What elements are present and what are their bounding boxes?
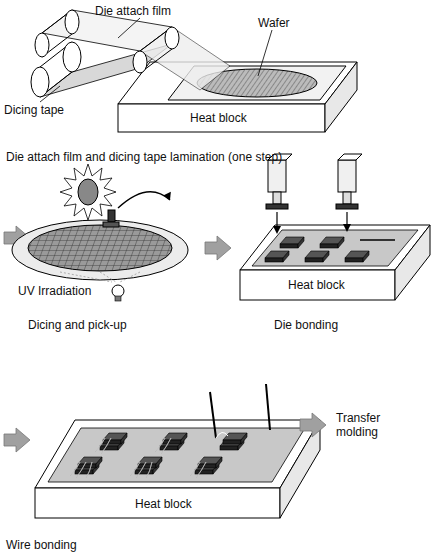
capillary (210, 392, 216, 438)
bonding-head (336, 154, 362, 232)
die (320, 237, 344, 248)
press-arrowhead (273, 226, 281, 234)
die (78, 457, 102, 468)
laminated-film (140, 27, 230, 90)
pick-up-tool (108, 210, 115, 222)
die (138, 457, 162, 468)
step-caption: Wire bonding (6, 538, 77, 552)
part-label: Die attach film (95, 4, 171, 18)
dicing-ring (12, 220, 188, 280)
die (280, 237, 304, 248)
part-label: Heat block (288, 278, 345, 292)
die (163, 433, 187, 444)
heat-block-front (118, 104, 325, 132)
bond-wire (216, 432, 228, 438)
die (345, 251, 369, 262)
lead-frame (48, 428, 305, 482)
uv-burst-core (78, 179, 98, 205)
bonding-head-stem (343, 192, 351, 204)
flow-arrow (4, 428, 30, 452)
uv-lamp-base (115, 296, 121, 301)
flow-arrow (205, 236, 231, 260)
heat-block-front (240, 270, 395, 300)
leader-line (258, 30, 272, 76)
die (265, 251, 289, 262)
step-caption: Die attach film and dicing tape laminati… (6, 150, 282, 164)
bond-site-mark (360, 239, 395, 241)
uv-lamp (112, 285, 124, 297)
heat-block-top (35, 420, 320, 488)
held-die (336, 204, 358, 209)
part-label: Heat block (135, 497, 192, 511)
tape-roller-cap (63, 42, 81, 72)
bond-wire-outline (70, 438, 206, 478)
bonding-head-body (338, 160, 356, 192)
leader-line (40, 86, 60, 102)
die (198, 457, 222, 468)
uv-rays (60, 272, 140, 282)
part-label: Dicing tape (4, 103, 64, 117)
step-caption: Die bonding (274, 318, 338, 332)
film-roller-cap (65, 10, 79, 34)
part-label: Heat block (190, 111, 247, 125)
diced-wafer (28, 225, 172, 271)
press-roller-cap (133, 51, 147, 73)
bond-wire (70, 438, 206, 478)
tape-roller-cap (31, 67, 49, 97)
picked-die (103, 222, 119, 227)
part-label: Wafer (258, 16, 290, 30)
capillary (266, 384, 270, 430)
film-roller-cap (35, 33, 49, 57)
press-arrowhead (343, 224, 351, 232)
heat-block-front (35, 488, 280, 518)
pick-up-arrowhead (162, 190, 172, 200)
leader-line (118, 18, 140, 38)
flow-arrow (300, 413, 326, 437)
bonding-head (266, 154, 292, 234)
step-caption: Transfer molding (336, 411, 406, 439)
pick-up-path (118, 192, 170, 208)
part-label: UV Irradiation (18, 284, 91, 298)
die (305, 251, 329, 262)
heat-block-top (118, 62, 357, 104)
die (103, 433, 127, 444)
press-roller-cap (165, 27, 179, 49)
step-caption: Dicing and pick-up (28, 318, 127, 332)
lead-frame (252, 230, 418, 266)
bonding-head-top (338, 154, 362, 160)
bonding-head-stem (273, 192, 281, 204)
held-die (266, 204, 288, 209)
bonding-head-body (268, 160, 286, 192)
